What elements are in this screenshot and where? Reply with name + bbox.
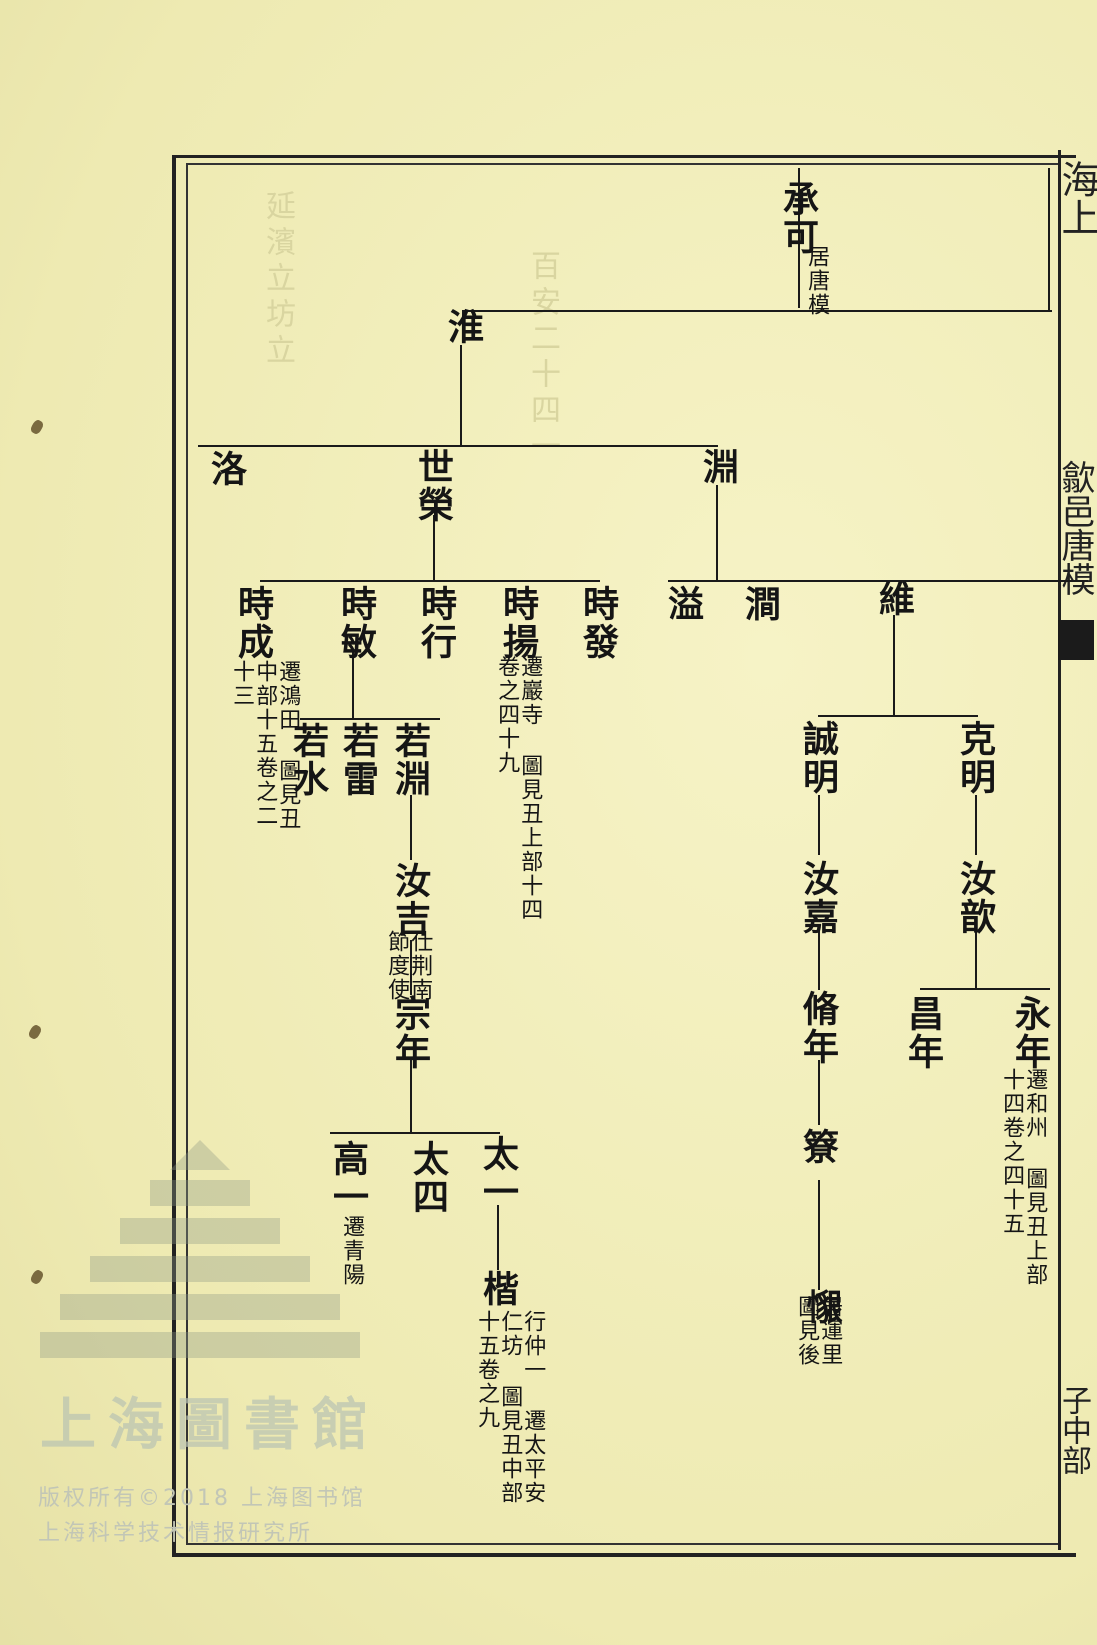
tree-line (1048, 168, 1050, 312)
tree-line (818, 930, 820, 990)
tree-line (716, 485, 718, 580)
person-ruoyuan: 若淵 (389, 722, 431, 798)
person-keming: 克明 (954, 720, 996, 796)
person-zongnian: 宗年 (389, 995, 431, 1071)
tree-line (818, 1060, 820, 1125)
person-taisi: 太四 (407, 1140, 449, 1216)
person-yongnian: 永年 (1009, 995, 1051, 1071)
tree-line (460, 345, 462, 445)
tree-line (818, 795, 820, 855)
person-taiyi: 太一 (477, 1135, 519, 1211)
page-margin-column (1058, 150, 1097, 1550)
tree-line (462, 310, 1052, 312)
person-ruolei: 若雷 (337, 722, 379, 798)
person-shirong: 世榮 (412, 448, 454, 524)
page-frame (172, 155, 1076, 1557)
tree-line (497, 1205, 499, 1270)
note-shicheng: 遷鴻田 圖見丑中部十五卷之二十三 (229, 660, 301, 831)
bleed-through-text: 百安二十四一 (525, 250, 560, 466)
margin-section: 歙邑唐模 (1055, 460, 1095, 596)
library-name-watermark: 上海圖書館 (40, 1392, 380, 1458)
person-ruxin: 汝歆 (954, 860, 996, 936)
note-yongnian: 遷和州 圖見丑上部十四卷之四十五 (999, 1068, 1048, 1287)
tree-line (462, 310, 464, 320)
person-shiyang: 時揚 (497, 585, 539, 661)
tree-line (410, 940, 412, 995)
tree-line (352, 650, 354, 720)
person-wei: 維 (873, 580, 915, 618)
person-shicheng: 時成 (232, 585, 274, 661)
page-frame-inner (186, 163, 1058, 1545)
person-huai: 淮 (442, 308, 484, 346)
copyright-watermark: 版权所有©2018 上海图书馆 (38, 1486, 366, 1511)
person-ruji: 汝吉 (389, 862, 431, 938)
margin-bottom: 子中部 (1056, 1385, 1091, 1475)
person-jie: 𢢽 (802, 1290, 844, 1328)
margin-title: 海上 (1055, 160, 1097, 236)
person-shimin: 時敏 (335, 585, 377, 661)
note-shiyang: 遷巖寺 圖見丑上部十四卷之四十九 (494, 655, 543, 922)
note-kai: 行仲一 遷太平安仁坊 圖見丑中部十五卷之九 (474, 1310, 546, 1505)
person-chengke: 承可 (777, 180, 819, 256)
tree-line (410, 795, 412, 860)
tree-line (818, 715, 978, 717)
tree-line (975, 795, 977, 855)
person-kai: 楷 (477, 1270, 519, 1308)
person-ye: 簝 (797, 1128, 839, 1166)
person-changnian: 昌年 (902, 995, 944, 1071)
person-yuan: 淵 (697, 448, 739, 486)
tree-line (818, 1180, 820, 1290)
tree-line (668, 580, 1088, 582)
tree-line (198, 445, 718, 447)
institute-watermark: 上海科学技术情报研究所 (38, 1521, 314, 1546)
person-chengming: 誠明 (797, 720, 839, 796)
tree-line (433, 515, 435, 580)
person-ruoshui: 若水 (287, 722, 329, 798)
person-shifa: 時發 (577, 585, 619, 661)
tree-line (920, 988, 1050, 990)
tree-line (300, 718, 440, 720)
margin-fishtail (1058, 620, 1094, 660)
tree-line (260, 580, 600, 582)
person-gaoyi: 高一 (327, 1140, 369, 1216)
tree-line (330, 1132, 500, 1134)
tree-line (975, 930, 977, 990)
person-yi: 溢 (662, 585, 704, 623)
note-chengke: 居唐模 (804, 245, 830, 317)
tree-line (410, 1060, 412, 1132)
person-younian: 脩年 (797, 990, 839, 1066)
tree-line (798, 168, 800, 308)
bleed-through-text: 延濱立坊立 (260, 190, 295, 370)
library-logo-watermark (40, 1140, 360, 1358)
person-shixing: 時行 (415, 585, 457, 661)
person-rujia: 汝嘉 (797, 860, 839, 936)
note-gaoyi: 遷青陽 (339, 1215, 365, 1287)
person-jian: 澗 (739, 585, 781, 623)
person-luo: 洛 (205, 450, 247, 488)
tree-line (893, 615, 895, 715)
note-ruji: 仕荆南節度使 (384, 930, 433, 1002)
note-jie: 居運里 圖見後 (794, 1295, 843, 1367)
